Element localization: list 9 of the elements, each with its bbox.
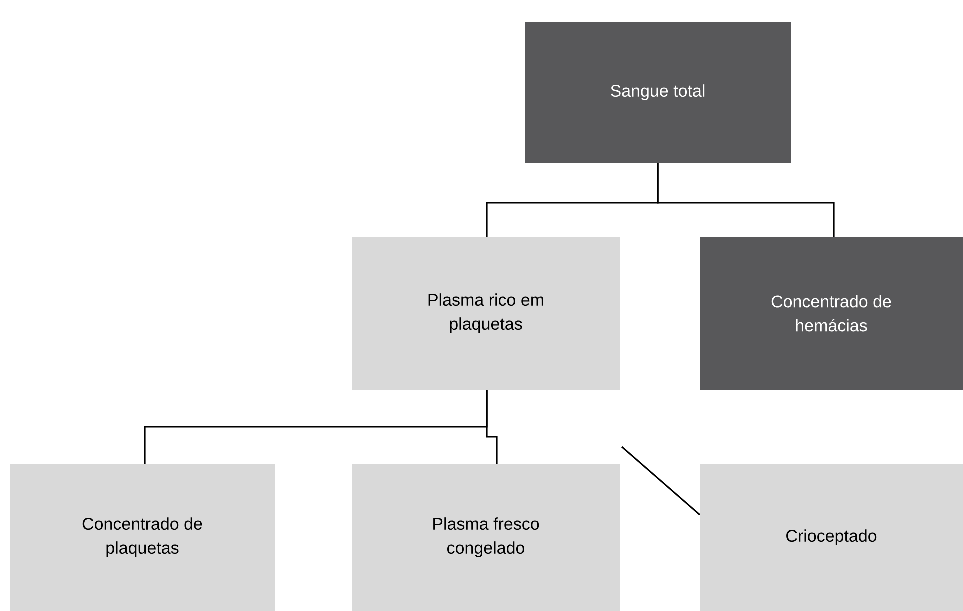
process-box: Sangue total bbox=[525, 22, 791, 163]
connector-line bbox=[657, 163, 835, 237]
connector-line bbox=[486, 390, 498, 464]
process-box: Plasma rico em plaquetas bbox=[352, 237, 620, 390]
connector-line bbox=[621, 446, 701, 516]
process-box: Concentrado de hemácias bbox=[700, 237, 963, 390]
process-box: Concentrado de plaquetas bbox=[10, 464, 275, 611]
process-box: Plasma fresco congelado bbox=[352, 464, 620, 611]
process-box: Crioceptado bbox=[700, 464, 963, 611]
